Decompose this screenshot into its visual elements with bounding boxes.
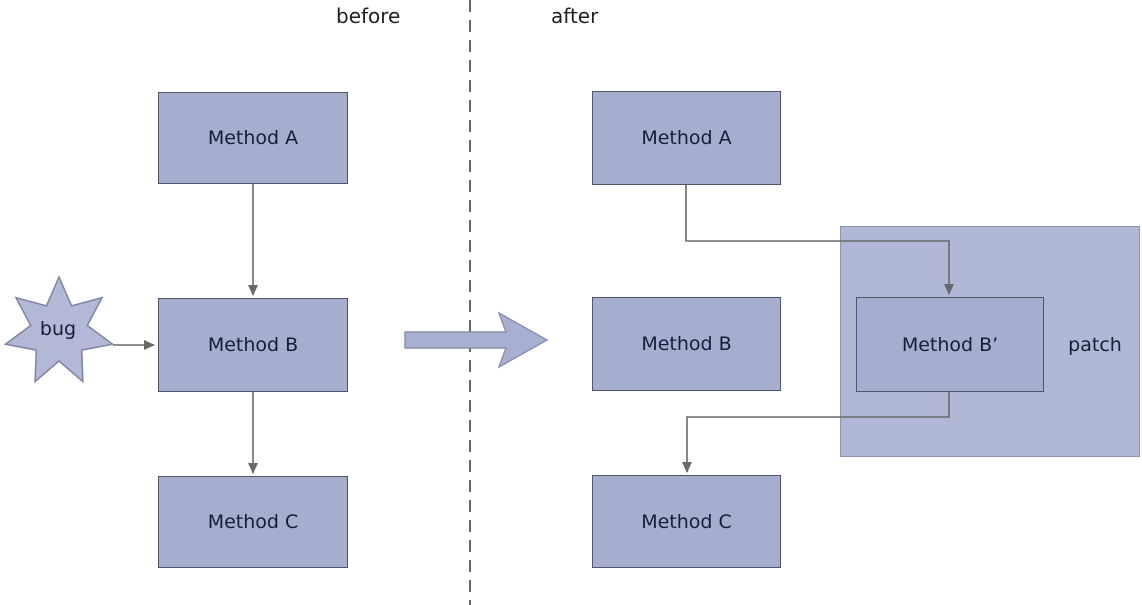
after-method-b-prime-box: Method B’ bbox=[856, 297, 1044, 392]
after-method-b-box: Method B bbox=[592, 297, 781, 391]
before-method-a-box: Method A bbox=[158, 92, 348, 184]
before-method-b-box: Method B bbox=[158, 298, 348, 392]
after-method-a-label: Method A bbox=[641, 127, 732, 149]
before-label: before bbox=[336, 4, 401, 28]
before-method-c-box: Method C bbox=[158, 476, 348, 568]
after-method-a-box: Method A bbox=[592, 91, 781, 185]
bug-label: bug bbox=[39, 318, 77, 340]
after-method-c-box: Method C bbox=[592, 475, 781, 568]
after-method-c-label: Method C bbox=[641, 510, 732, 533]
after-label: after bbox=[551, 4, 599, 28]
before-method-c-label: Method C bbox=[207, 511, 299, 533]
before-method-b-label: Method B bbox=[207, 334, 299, 356]
after-method-b-prime-label: Method B’ bbox=[901, 333, 999, 356]
patch-label: patch bbox=[1068, 334, 1122, 356]
before-method-a-label: Method A bbox=[207, 127, 299, 149]
after-method-b-label: Method B bbox=[641, 333, 732, 355]
transition-arrow-icon bbox=[404, 311, 549, 369]
